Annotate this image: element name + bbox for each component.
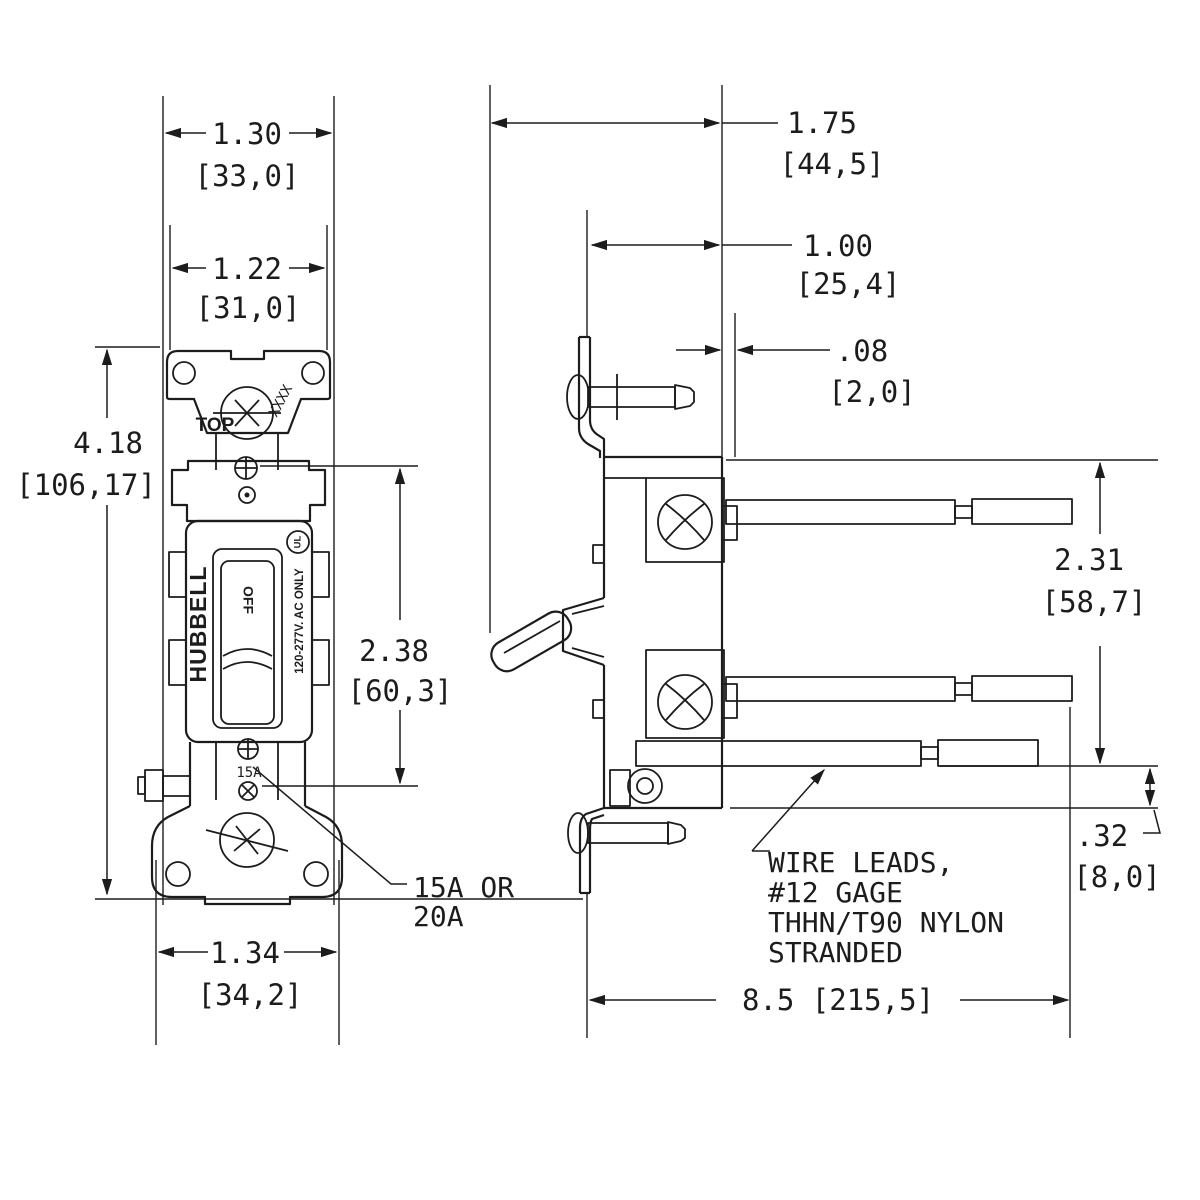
dim-mount-hole-spacing-mm: [60,3]: [348, 674, 453, 708]
dim-inner-width-in: 1.22: [212, 252, 282, 286]
dim-strap-width-in: 1.34: [210, 936, 280, 970]
bottom-side-mounting-screw: [567, 812, 686, 854]
side-wire-clamp: [137, 769, 191, 802]
side-plaster-ear-lower: [592, 699, 605, 719]
dim-strap-width-mm: [34,2]: [198, 978, 303, 1012]
wire-callout-line2: #12 GAGE: [768, 876, 903, 909]
dim-body-depth-in: 1.00: [803, 229, 873, 263]
mounting-yoke-section: [170, 433, 327, 523]
upper-terminal: [645, 477, 738, 563]
dim-overall-height: 4.18 [106,17]: [16, 348, 156, 896]
bottom-boss: [609, 768, 663, 807]
ul-mark-text: UL: [293, 535, 304, 548]
side-body: [490, 455, 738, 810]
side-projection-lines: [489, 85, 1158, 1038]
dim-lead-drop-in: .32: [1076, 819, 1128, 853]
bottom-mounting-strap: [150, 805, 344, 906]
wire-leads: [635, 498, 1073, 767]
top-ear-hole-right: [301, 361, 325, 385]
dim-plate-width: 1.30 [33,0]: [164, 117, 333, 193]
lower-screw: [238, 781, 258, 801]
dim-plate-width-mm: [33,0]: [195, 159, 300, 193]
switch-body: OFF HUBBELL 120-277V. AC ONLY UL: [168, 519, 330, 744]
bottom-mounting-screw: [205, 812, 289, 868]
top-ear-hole-left: [172, 361, 196, 385]
wire-callout-line3: THHN/T90 NYLON: [768, 906, 1004, 939]
bottom-ear-hole-left: [165, 861, 191, 887]
wire-lead-bottom: [635, 739, 1039, 767]
wire-callout-line4: STRANDED: [768, 936, 903, 969]
dim-plate-width-in: 1.30: [212, 117, 282, 151]
dim-strap-width: 1.34 [34,2]: [157, 936, 338, 1012]
dim-inner-width-mm: [31,0]: [196, 291, 301, 325]
toggle-lever-side: [490, 610, 573, 673]
amp-rating-callout: 15A OR 20A: [252, 766, 514, 933]
lower-terminal: [645, 649, 738, 739]
wiring-hole-center: [244, 492, 250, 498]
wiring-hole: [238, 486, 256, 504]
rating-label: 120-277V. AC ONLY: [294, 568, 306, 674]
ul-listing-mark: UL: [286, 530, 310, 554]
dim-overall-height-in: 4.18: [73, 426, 143, 460]
body-outline: [184, 519, 314, 744]
bottom-mounting-hole: [237, 738, 259, 760]
dim-strap-offset: .08 [2,0]: [676, 334, 916, 409]
dim-overall-height-mm: [106,17]: [16, 468, 156, 502]
side-view: 1.75 [44,5] 1.00 [25,4] .08 [2,0] 2.31 […: [489, 85, 1161, 1038]
wire-lead-top: [725, 498, 1073, 525]
lower-section: 15A: [137, 738, 307, 806]
dim-body-depth-mm: [25,4]: [796, 267, 901, 301]
dim-body-depth: 1.00 [25,4]: [590, 229, 901, 301]
top-orientation-label: TOP: [196, 415, 235, 436]
dim-lead-spread-mm: [58,7]: [1042, 585, 1147, 619]
dim-overall-depth: 1.75 [44,5]: [490, 106, 885, 181]
front-view: 1.30 [33,0] 1.22 [31,0] 4.18 [106,17] 2.…: [16, 96, 583, 1045]
dim-mount-hole-spacing: 2.38 [60,3]: [348, 467, 453, 785]
brand-label: HUBBELL: [185, 566, 211, 683]
toggle-off-label: OFF: [240, 586, 256, 614]
dim-inner-width: 1.22 [31,0]: [171, 252, 326, 325]
top-mounting-hole: [234, 456, 258, 480]
dim-lead-length-text: 8.5 [215,5]: [742, 983, 934, 1017]
amp-callout-line2: 20A: [413, 900, 464, 933]
side-plaster-ear-upper: [592, 544, 605, 564]
wire-callout-line1: WIRE LEADS,: [768, 846, 953, 879]
top-strap-arm: [566, 335, 695, 458]
dim-overall-depth-mm: [44,5]: [780, 147, 885, 181]
ampere-marking: 15A: [236, 765, 262, 781]
wire-leads-callout: WIRE LEADS, #12 GAGE THHN/T90 NYLON STRA…: [751, 768, 1004, 969]
top-side-mounting-screw: [566, 374, 695, 420]
toggle-opening: [212, 548, 283, 729]
dim-strap-offset-in: .08: [836, 334, 888, 368]
toggle-handle: OFF: [220, 560, 275, 725]
front-switch-drawing: TOP XXXX: [137, 349, 344, 906]
dim-strap-offset-mm: [2,0]: [828, 375, 915, 409]
amp-callout-line1: 15A OR: [413, 871, 514, 904]
dim-lead-length: 8.5 [215,5]: [588, 983, 1070, 1017]
bottom-strap-arm: [567, 806, 686, 895]
dim-mount-hole-spacing-in: 2.38: [359, 634, 429, 668]
dim-lead-drop-mm: [8,0]: [1073, 860, 1160, 894]
top-mounting-screw: [213, 386, 281, 440]
dim-lead-spread: 2.31 [58,7]: [1042, 461, 1147, 765]
dim-lead-spread-in: 2.31: [1054, 543, 1124, 577]
side-switch-drawing: [490, 335, 1073, 895]
wire-lead-middle: [725, 675, 1073, 702]
toggle-bushing: [561, 596, 605, 667]
dim-overall-depth-in: 1.75: [787, 106, 857, 140]
bottom-ear-hole-right: [303, 861, 329, 887]
dim-lead-drop: .32 [8,0]: [1073, 767, 1161, 894]
